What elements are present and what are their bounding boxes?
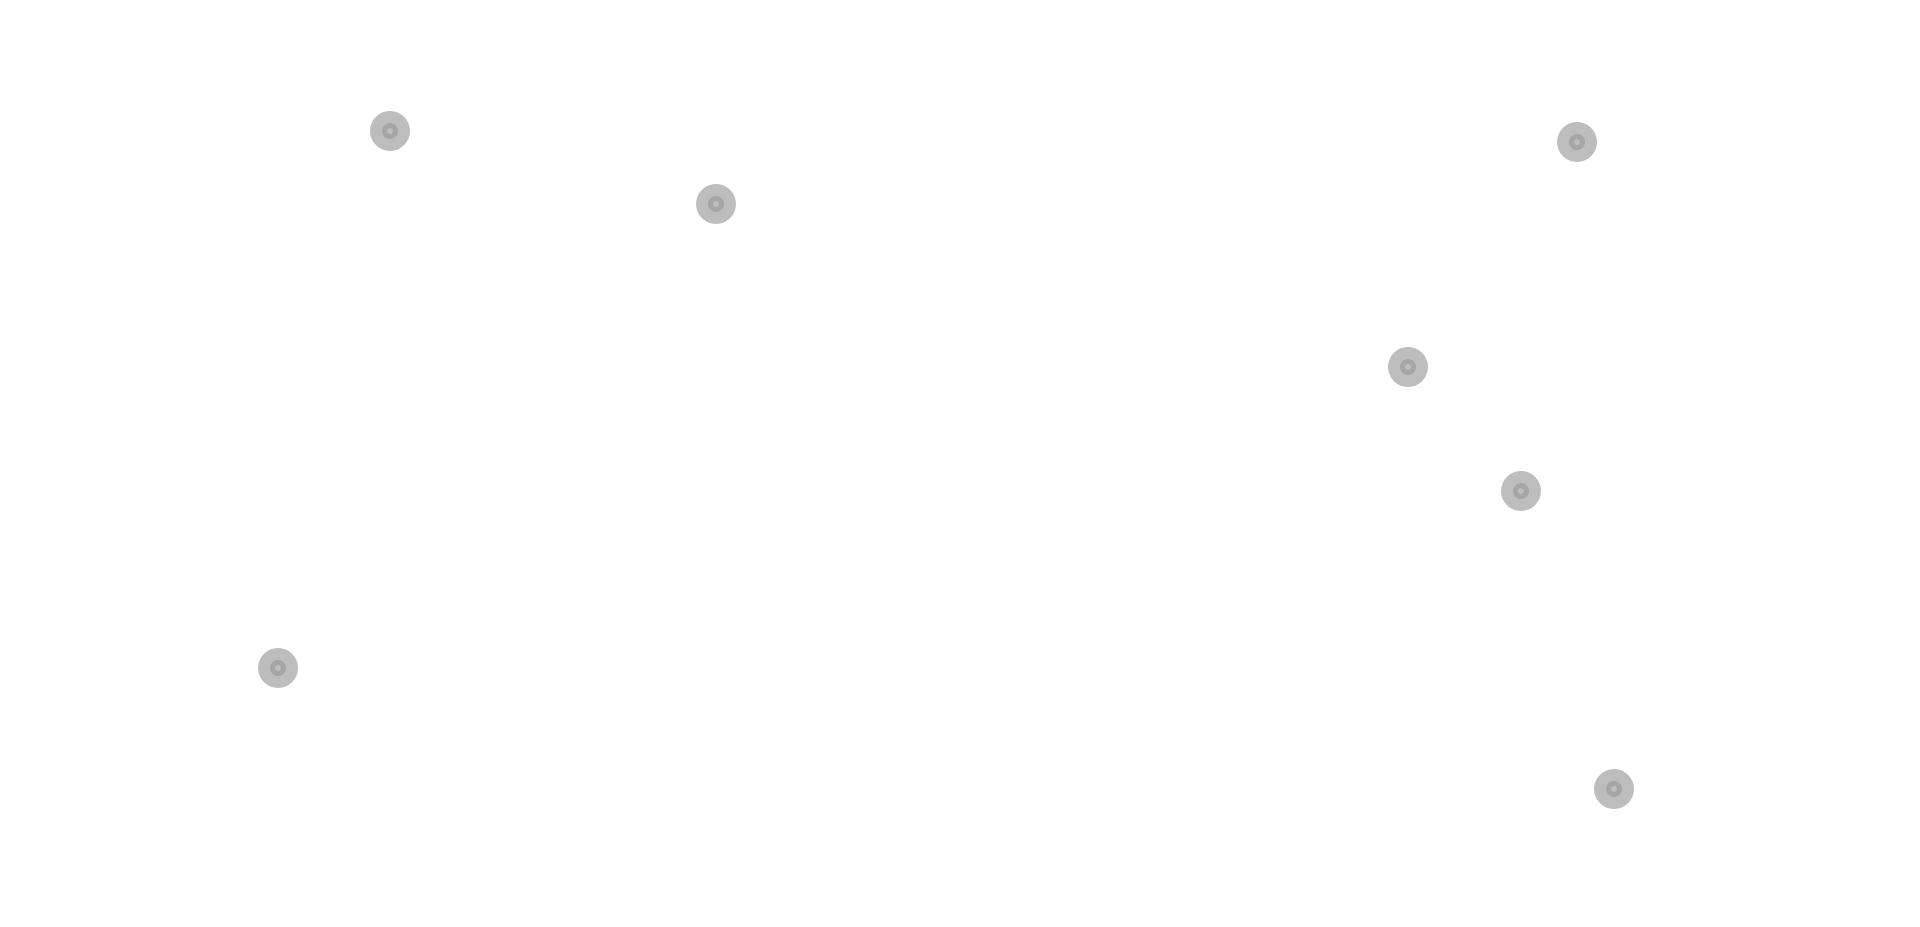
- target-circle-icon: [270, 660, 286, 676]
- target-7[interactable]: [1594, 769, 1634, 809]
- target-circle-icon: [1569, 134, 1585, 150]
- target-4[interactable]: [1388, 347, 1428, 387]
- target-circle-icon: [1400, 359, 1416, 375]
- target-1[interactable]: [370, 111, 410, 151]
- target-circle-icon: [1513, 483, 1529, 499]
- target-6[interactable]: [258, 648, 298, 688]
- target-5[interactable]: [1501, 471, 1541, 511]
- target-circle-icon: [1606, 781, 1622, 797]
- target-circle-icon: [382, 123, 398, 139]
- target-2[interactable]: [696, 184, 736, 224]
- target-circle-icon: [708, 196, 724, 212]
- target-3[interactable]: [1557, 122, 1597, 162]
